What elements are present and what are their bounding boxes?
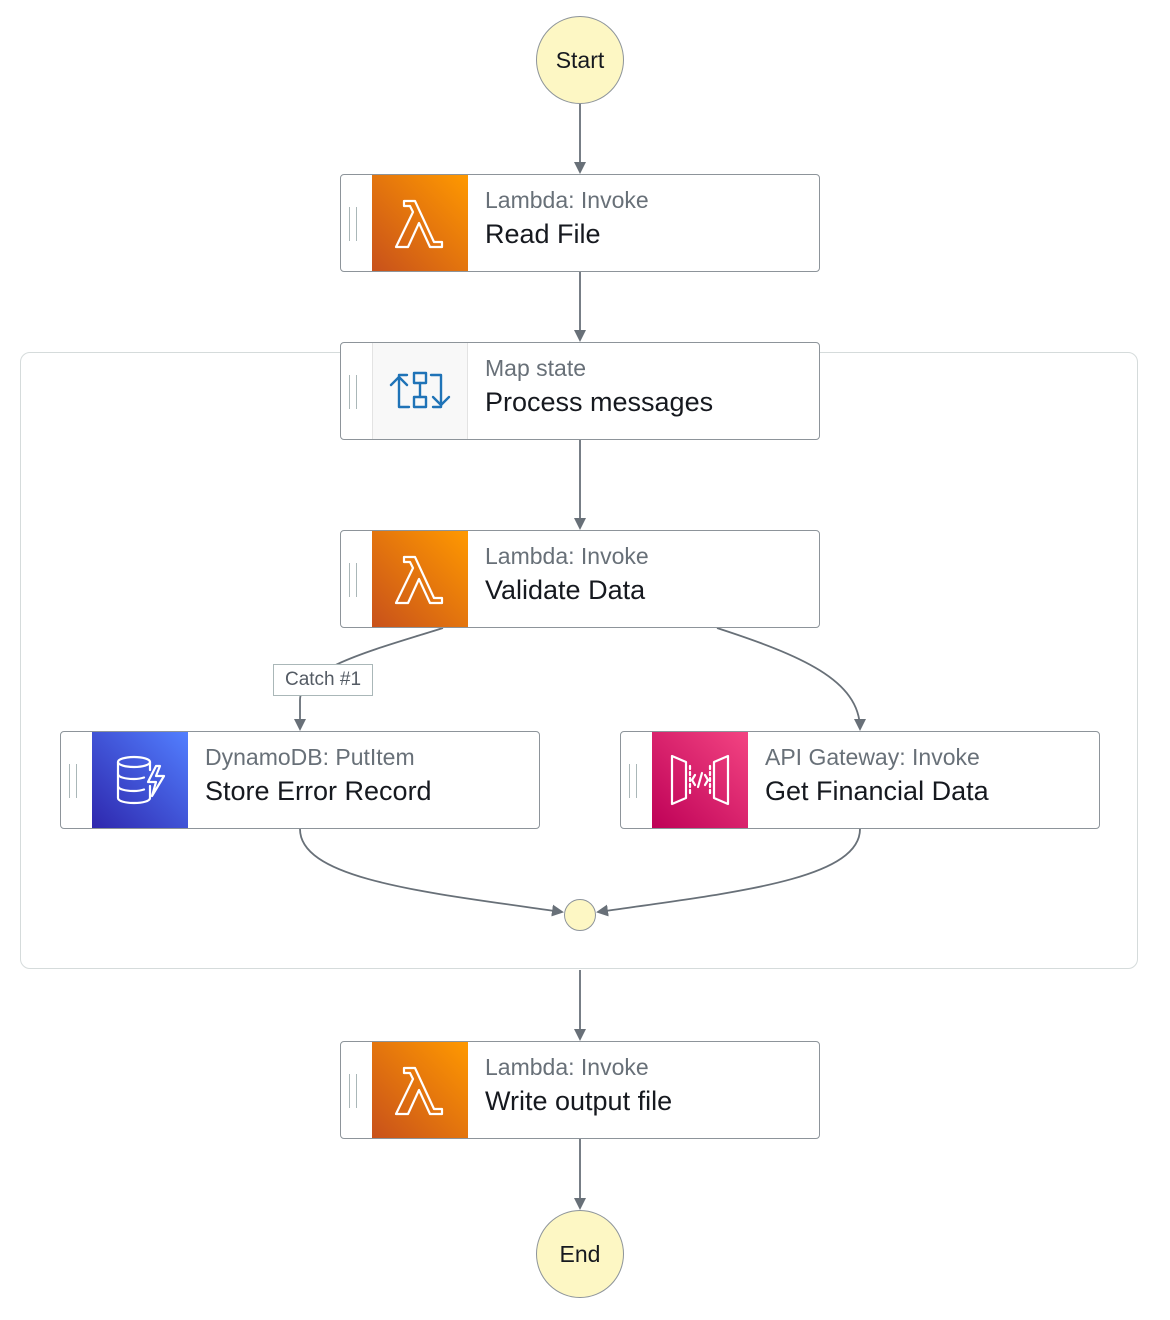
state-write-output-file[interactable]: Lambda: Invoke Write output file	[340, 1041, 820, 1139]
end-label: End	[559, 1240, 601, 1267]
edge-get-financial-to-join	[596, 828, 861, 917]
state-name-label: Store Error Record	[205, 776, 432, 806]
drag-handle-icon[interactable]	[69, 764, 77, 798]
state-get-financial-data[interactable]: API Gateway: Invoke Get Financial Data	[620, 731, 1100, 829]
join-node	[564, 899, 596, 931]
start-node[interactable]: Start	[536, 16, 624, 104]
map-state-icon	[372, 343, 468, 439]
edge-store-error-to-join	[299, 828, 564, 917]
dynamodb-icon	[92, 732, 188, 828]
state-type-label: Lambda: Invoke	[485, 187, 649, 213]
state-name-label: Get Financial Data	[765, 776, 989, 806]
start-label: Start	[555, 46, 605, 73]
drag-handle-icon[interactable]	[629, 764, 637, 798]
state-name-label: Write output file	[485, 1086, 673, 1116]
drag-handle-icon[interactable]	[349, 563, 357, 597]
state-type-label: Lambda: Invoke	[485, 543, 649, 569]
lambda-icon	[372, 175, 468, 271]
drag-handle-icon[interactable]	[349, 207, 357, 241]
state-validate-data[interactable]: Lambda: Invoke Validate Data	[340, 530, 820, 628]
lambda-icon	[372, 531, 468, 627]
state-type-label: Lambda: Invoke	[485, 1054, 649, 1080]
state-name-label: Validate Data	[485, 575, 646, 605]
state-store-error-record[interactable]: DynamoDB: PutItem Store Error Record	[60, 731, 540, 829]
api-gateway-icon	[652, 732, 748, 828]
drag-handle-icon[interactable]	[349, 375, 357, 409]
state-name-label: Process messages	[485, 387, 714, 417]
state-type-label: Map state	[485, 355, 586, 381]
state-type-label: DynamoDB: PutItem	[205, 744, 415, 770]
drag-handle-icon[interactable]	[349, 1074, 357, 1108]
state-name-label: Read File	[485, 219, 601, 249]
state-read-file[interactable]: Lambda: Invoke Read File	[340, 174, 820, 272]
end-node[interactable]: End	[536, 1210, 624, 1298]
lambda-icon	[372, 1042, 468, 1138]
map-iteration-frame	[20, 352, 1138, 969]
edge-validate-to-get-financial	[716, 627, 866, 731]
catch-label[interactable]: Catch #1	[273, 664, 373, 696]
state-type-label: API Gateway: Invoke	[765, 744, 980, 770]
state-process-messages[interactable]: Map state Process messages	[340, 342, 820, 440]
